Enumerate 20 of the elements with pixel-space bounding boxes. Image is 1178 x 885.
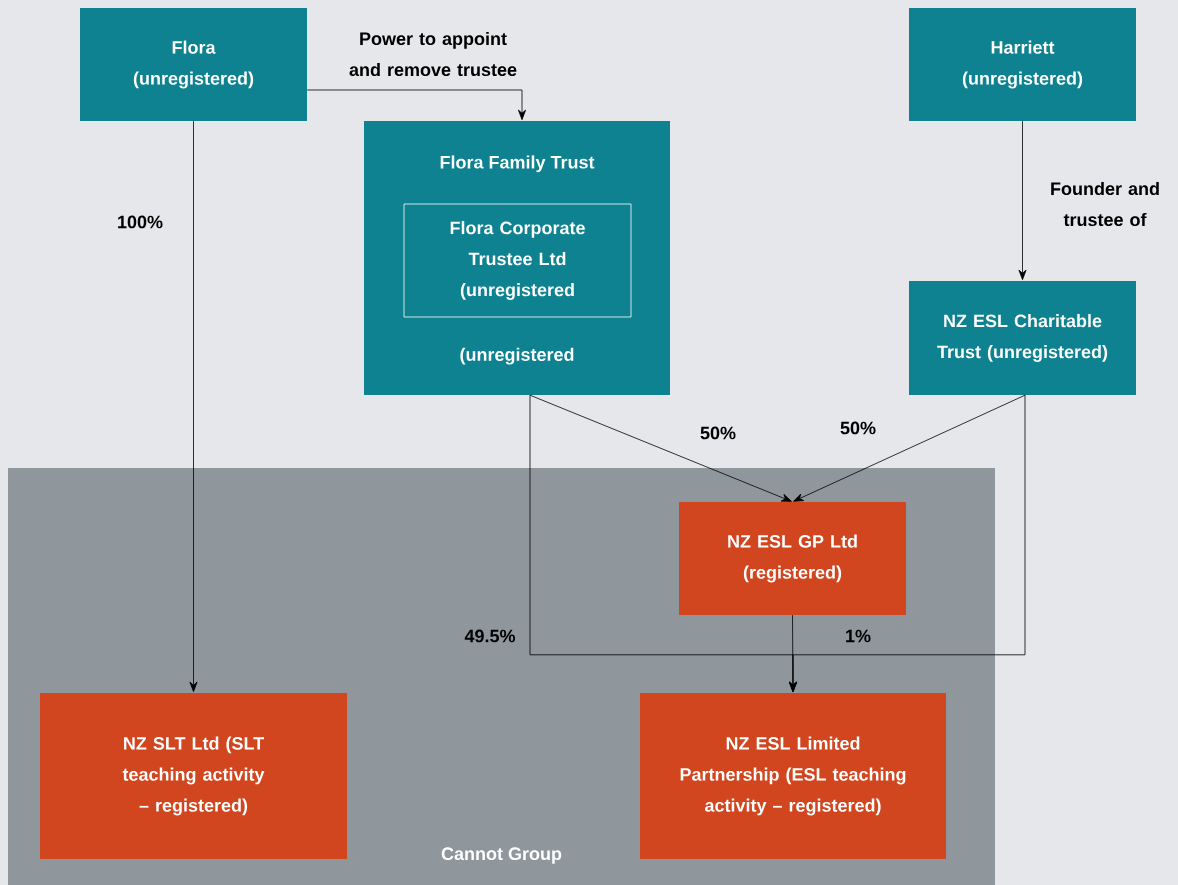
arrow	[189, 120, 198, 693]
edge-label: 1%	[846, 629, 871, 643]
edge-label: 49.5%	[464, 629, 516, 643]
company-box: NZ ESL Limited Partnership (ESL teaching activity – registered)	[640, 693, 946, 859]
arrow	[529, 394, 792, 502]
arrow	[306, 89, 526, 121]
entity-box: NZ ESL Charitable Trust (unregistered)	[909, 281, 1136, 395]
arrow	[1018, 120, 1027, 281]
arrow	[788, 614, 797, 693]
edge-label: 50%	[840, 421, 876, 435]
edge-label: Power to appoint and remove trustee	[349, 31, 517, 77]
trustee-box: Flora Corporate Trustee Ltd (unregistered	[403, 203, 632, 318]
entity-box: Flora (unregistered)	[80, 8, 307, 121]
arrow	[793, 394, 1026, 502]
edge-label: Founder and trustee of	[1051, 181, 1159, 227]
company-box: NZ SLT Ltd (SLT teaching activity – registered)	[40, 693, 347, 859]
entity-box: Harriett (unregistered)	[909, 8, 1136, 121]
edge-label: 50%	[700, 426, 736, 440]
edge-label: 100%	[118, 215, 163, 229]
company-box: NZ ESL GP Ltd (registered)	[679, 502, 906, 615]
